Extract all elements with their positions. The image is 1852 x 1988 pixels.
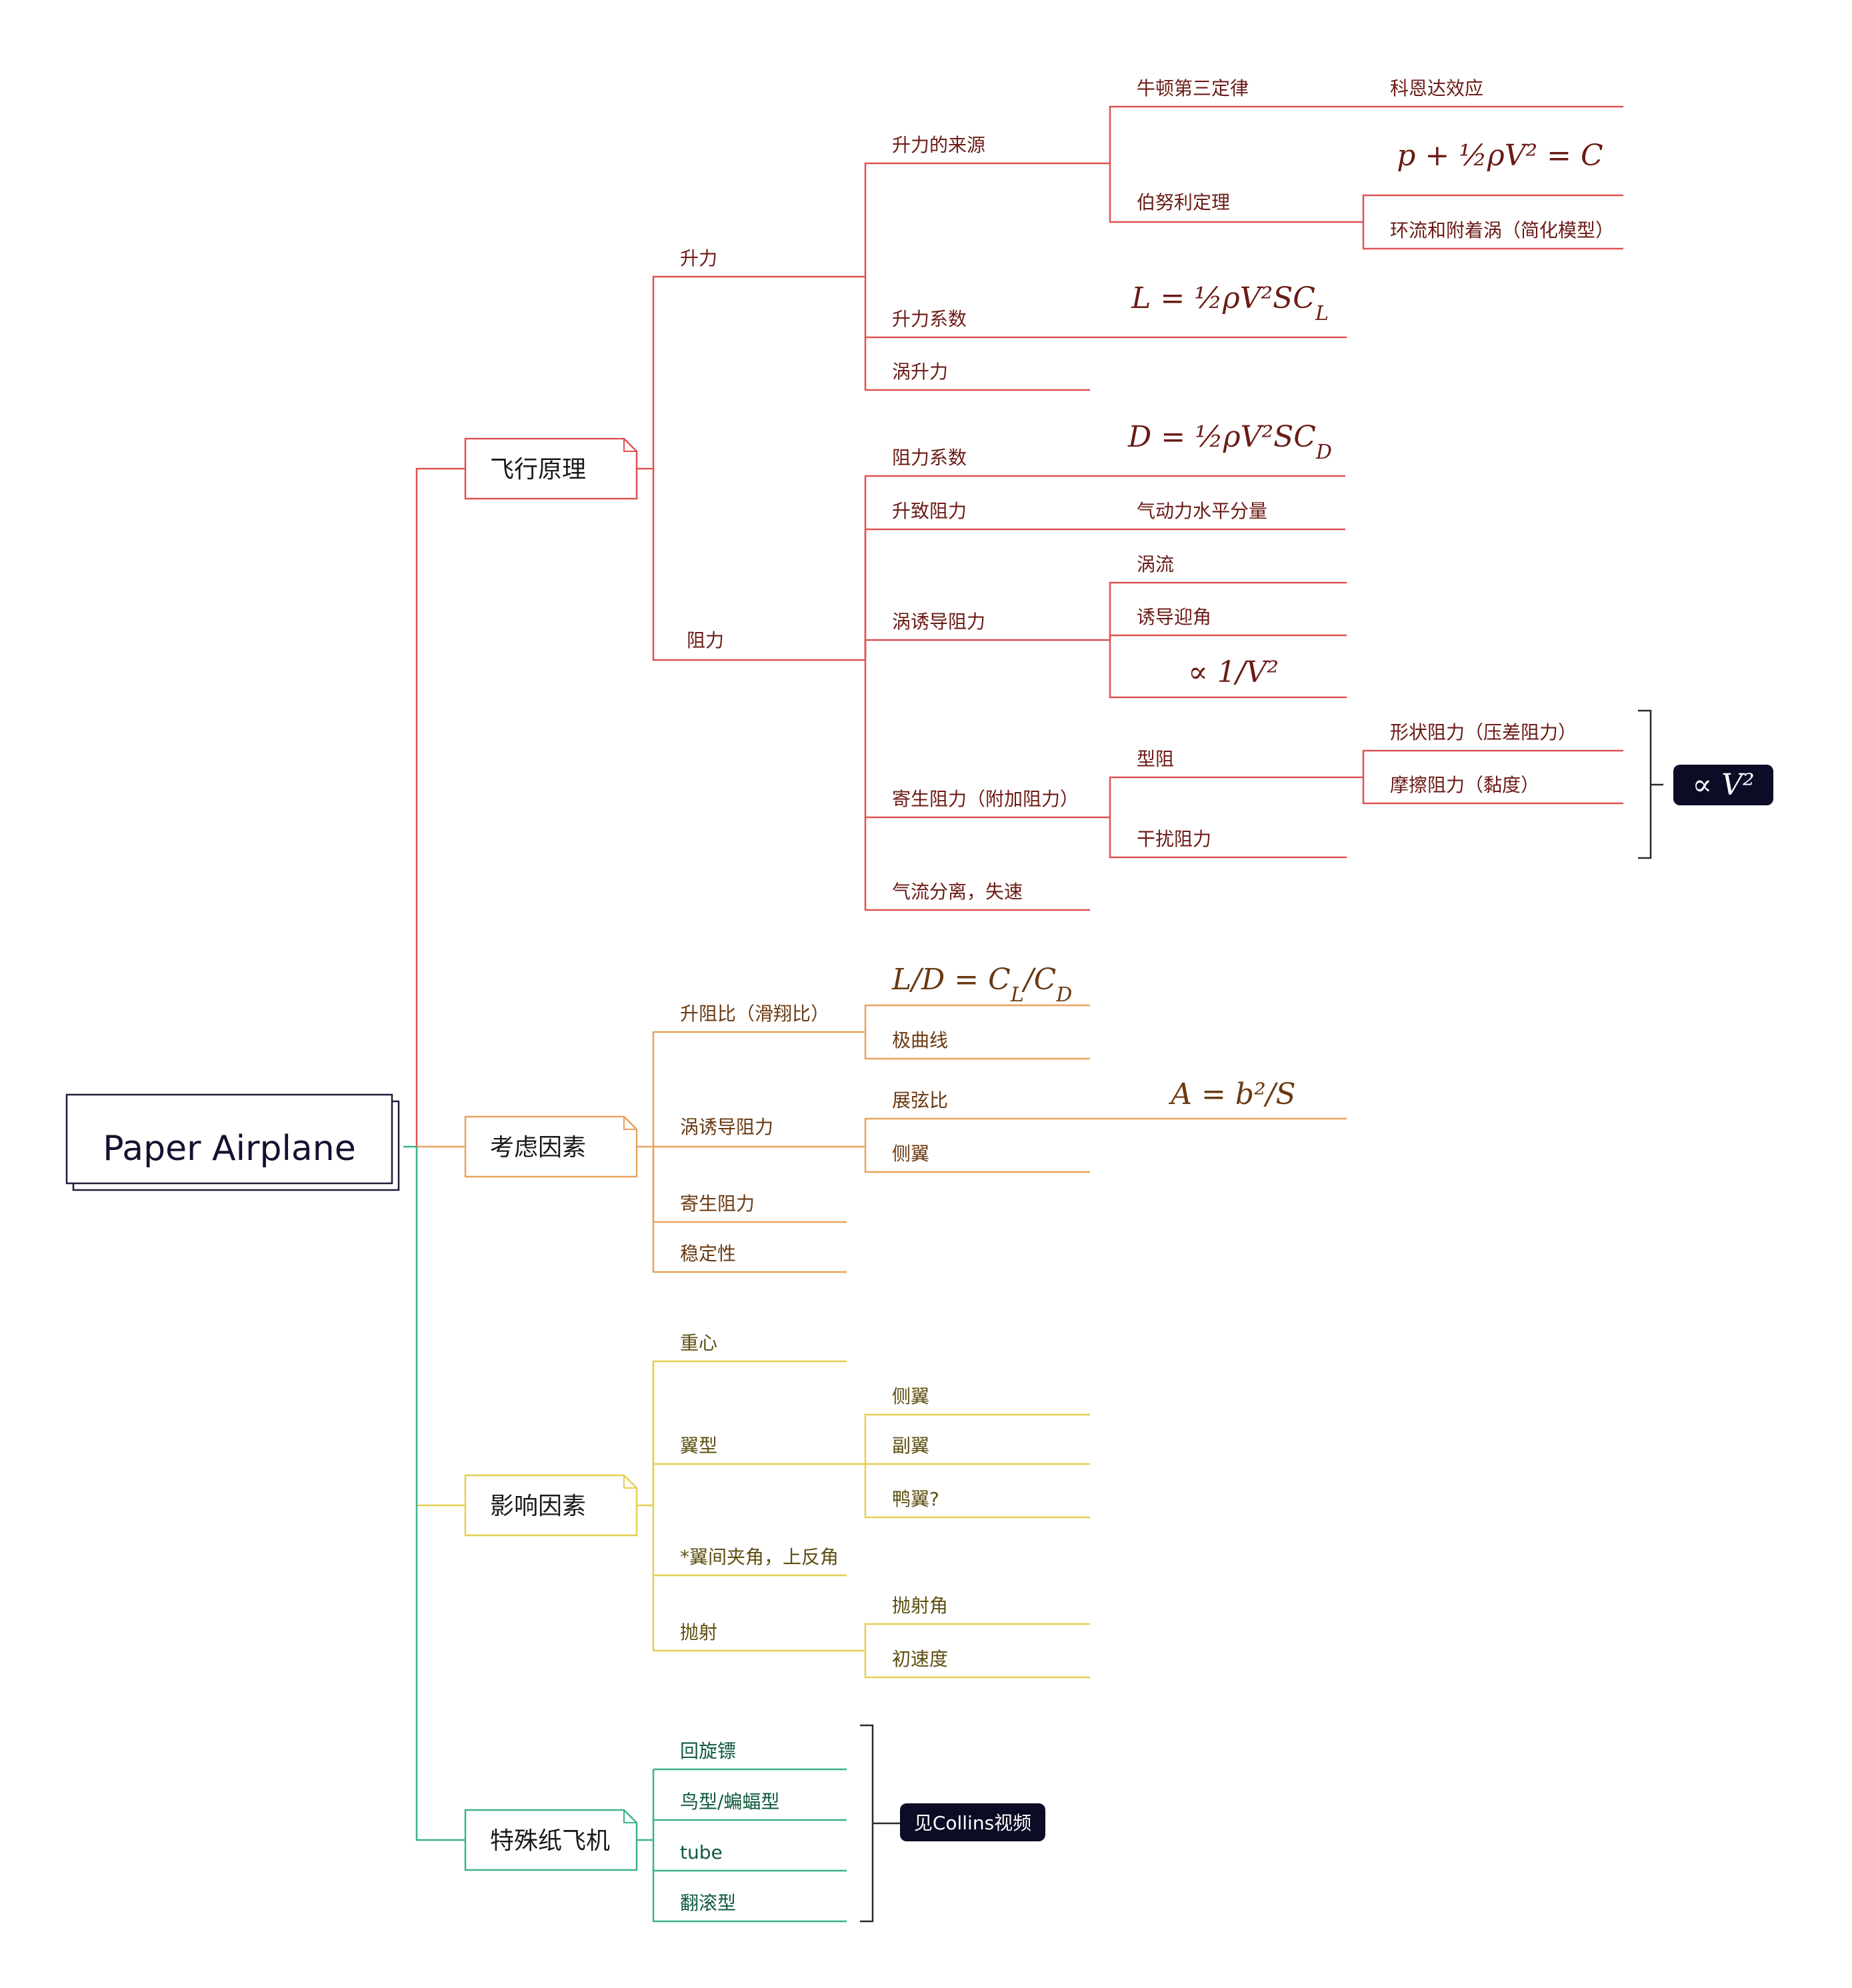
topic-winglet[interactable]: 侧翼: [892, 1143, 929, 1165]
callout-v2[interactable]: ∝ V²: [1673, 765, 1773, 805]
topic-lift-source[interactable]: 升力的来源: [892, 134, 985, 156]
topic-lift-coef[interactable]: 升力系数: [892, 308, 967, 330]
topic-center-of-gravity[interactable]: 重心: [680, 1332, 717, 1354]
collins-bracket: [860, 1724, 900, 1923]
v2-bracket: [1638, 709, 1663, 859]
eq-ld[interactable]: L/D = CL/CD: [891, 963, 1072, 1007]
flight-labels: 升力 升力的来源 牛顿第三定律 科恩达效应 伯努利定理 p + ½ρV² = C…: [680, 77, 1614, 903]
topic-aspect-ratio[interactable]: 展弦比: [892, 1089, 948, 1111]
node-flight-principles[interactable]: 飞行原理: [464, 437, 638, 500]
topic-dihedral[interactable]: *翼间夹角，上反角: [680, 1546, 839, 1568]
eq-drag[interactable]: D = ½ρV²SCD: [1127, 420, 1332, 464]
callout-collins[interactable]: 见Collins视频: [900, 1803, 1045, 1841]
topic-aileron[interactable]: 副翼: [892, 1435, 929, 1457]
branch-special: [637, 1768, 847, 1923]
callout-v2-label: ∝ V²: [1692, 768, 1754, 802]
special-labels: 回旋镖 鸟型/蝙蝠型 tube 翻滚型: [680, 1740, 779, 1914]
node-influences-label: 影响因素: [490, 1493, 586, 1520]
topic-winglet-2[interactable]: 侧翼: [892, 1385, 929, 1407]
topic-initial-speed[interactable]: 初速度: [892, 1648, 948, 1670]
topic-canard[interactable]: 鸭翼?: [892, 1488, 939, 1510]
topic-ld-ratio[interactable]: 升阻比（滑翔比）: [680, 1003, 829, 1025]
branch-considerations: [637, 1004, 1347, 1273]
topic-induced-drag[interactable]: 升致阻力: [892, 500, 967, 522]
node-special[interactable]: 特殊纸飞机: [464, 1809, 638, 1871]
topic-circulation[interactable]: 环流和附着涡（简化模型）: [1390, 219, 1614, 241]
node-special-label: 特殊纸飞机: [490, 1827, 610, 1855]
topic-tumble[interactable]: 翻滚型: [680, 1892, 736, 1914]
topic-induced-angle[interactable]: 诱导迎角: [1137, 606, 1211, 628]
consider-labels: 升阻比（滑翔比） L/D = CL/CD 极曲线 涡诱导阻力 展弦比 A = b…: [680, 963, 1296, 1265]
topic-vortex-induced-drag[interactable]: 涡诱导阻力: [892, 611, 985, 633]
topic-lift[interactable]: 升力: [680, 247, 717, 269]
topic-boomerang[interactable]: 回旋镖: [680, 1740, 736, 1762]
topic-horizontal-component[interactable]: 气动力水平分量: [1137, 500, 1267, 522]
branch-flight-principles: [637, 105, 1623, 911]
topic-launch-angle[interactable]: 抛射角: [892, 1595, 948, 1617]
topic-stability[interactable]: 稳定性: [680, 1243, 736, 1265]
callout-collins-label: 见Collins视频: [914, 1812, 1031, 1834]
topic-parasitic-drag[interactable]: 寄生阻力（附加阻力）: [892, 788, 1079, 810]
topic-polar-curve[interactable]: 极曲线: [892, 1029, 948, 1051]
node-influences[interactable]: 影响因素: [464, 1474, 638, 1537]
topic-parasitic-drag-2[interactable]: 寄生阻力: [680, 1193, 755, 1215]
eq-bernoulli[interactable]: p + ½ρV² = C: [1397, 139, 1603, 173]
topic-friction-drag[interactable]: 摩擦阻力（黏度）: [1390, 774, 1539, 796]
topic-tube[interactable]: tube: [680, 1841, 723, 1863]
topic-profile-drag[interactable]: 型阻: [1137, 748, 1174, 770]
eq-aspect[interactable]: A = b²/S: [1168, 1077, 1295, 1111]
root-label: Paper Airplane: [103, 1129, 355, 1169]
node-considerations[interactable]: 考虑因素: [464, 1115, 638, 1178]
topic-vortex-lift[interactable]: 涡升力: [892, 361, 948, 383]
topic-bernoulli[interactable]: 伯努利定理: [1137, 191, 1230, 213]
influence-labels: 重心 翼型 侧翼 副翼 鸭翼? *翼间夹角，上反角 抛射 抛射角 初速度: [680, 1332, 948, 1670]
topic-drag[interactable]: 阻力: [687, 629, 724, 651]
topic-interference-drag[interactable]: 干扰阻力: [1137, 828, 1211, 850]
topic-newton[interactable]: 牛顿第三定律: [1137, 77, 1249, 99]
trunk-connectors: [403, 467, 465, 1841]
topic-vortex-induced-drag-2[interactable]: 涡诱导阻力: [680, 1116, 773, 1138]
node-flight-principles-label: 飞行原理: [490, 456, 586, 483]
branch-influences: [637, 1360, 1090, 1679]
topic-coanda[interactable]: 科恩达效应: [1390, 77, 1483, 99]
topic-launch[interactable]: 抛射: [680, 1621, 717, 1643]
topic-stall[interactable]: 气流分离，失速: [892, 881, 1023, 903]
topic-bird-bat[interactable]: 鸟型/蝙蝠型: [680, 1791, 779, 1813]
topic-vortex[interactable]: 涡流: [1137, 553, 1174, 575]
topic-airfoil[interactable]: 翼型: [680, 1435, 717, 1457]
root-node[interactable]: Paper Airplane: [65, 1093, 400, 1191]
node-considerations-label: 考虑因素: [490, 1134, 586, 1161]
topic-form-drag[interactable]: 形状阻力（压差阻力）: [1390, 721, 1577, 743]
eq-lift[interactable]: L = ½ρV²SCL: [1131, 281, 1329, 325]
topic-drag-coef[interactable]: 阻力系数: [892, 447, 967, 469]
eq-inverse-v2[interactable]: ∝ 1/V²: [1188, 655, 1279, 689]
